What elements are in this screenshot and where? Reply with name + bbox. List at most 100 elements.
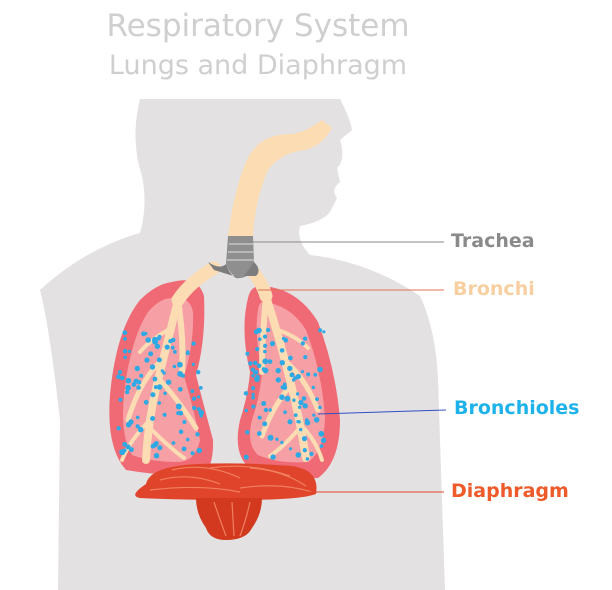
alveolus-dot	[306, 372, 311, 377]
alveolus-dot	[175, 403, 182, 410]
alveolus-dot	[305, 457, 310, 461]
alveolus-dot	[319, 444, 324, 448]
alveolus-dot	[262, 358, 269, 365]
alveolus-dot	[181, 446, 187, 452]
alveolus-dot	[122, 348, 128, 354]
alveolus-dot	[170, 345, 175, 350]
alveolus-dot	[287, 365, 293, 372]
alveolus-dot	[295, 373, 301, 380]
alveolus-dot	[156, 384, 163, 390]
alveolus-dot	[125, 421, 132, 428]
bronchioles-leader	[317, 409, 447, 415]
alveolus-dot	[293, 413, 298, 417]
alveolus-dot	[299, 427, 303, 432]
alveolus-dot	[256, 431, 262, 436]
alveolus-dot	[135, 415, 140, 420]
alveolus-dot	[196, 407, 201, 412]
alveolus-dot	[125, 444, 131, 450]
alveolus-dot	[296, 420, 300, 424]
alveolus-dot	[154, 343, 161, 349]
alveolus-dot	[182, 420, 187, 424]
alveolus-dot	[156, 357, 162, 363]
alveolus-dot	[283, 410, 287, 415]
alveolus-dot	[125, 389, 130, 395]
alveolus-dot	[150, 392, 156, 398]
alveolus-dot	[303, 355, 308, 360]
alveolus-dot	[279, 348, 285, 353]
alveolus-dot	[157, 445, 163, 451]
alveolus-dot	[191, 362, 195, 366]
alveolus-dot	[262, 367, 269, 374]
alveolus-dot	[304, 419, 311, 426]
alveolus-dot	[265, 327, 271, 333]
alveolus-dot	[196, 447, 203, 454]
alveolus-dot	[297, 405, 302, 409]
alveolus-dot	[128, 447, 134, 453]
alveolus-dot	[261, 401, 267, 406]
alveolus-dot	[171, 441, 176, 445]
title-line-2: Lungs and Diaphragm	[108, 50, 408, 81]
alveolus-dot	[123, 337, 127, 341]
alveolus-dot	[301, 436, 308, 442]
alveolus-dot	[275, 437, 279, 441]
alveolus-dot	[318, 328, 323, 333]
alveolus-dot	[162, 412, 167, 417]
alveolus-dot	[165, 379, 172, 385]
alveolus-dot	[292, 398, 296, 402]
alveolus-dot	[295, 452, 302, 458]
alveolus-dot	[163, 391, 167, 396]
alveolus-dot	[244, 408, 248, 413]
alveolus-dot	[137, 426, 144, 433]
diaphragm	[135, 463, 317, 540]
alveolus-dot	[284, 395, 291, 402]
alveolus-dot	[145, 337, 151, 343]
alveolus-dot	[313, 417, 320, 423]
alveolus-dot	[243, 454, 249, 460]
alveolus-dot	[251, 395, 256, 400]
alveolus-dot	[173, 350, 177, 354]
alveolus-dot	[149, 364, 156, 370]
alveolus-dot	[139, 373, 144, 378]
alveolus-dot	[123, 355, 127, 360]
alveolus-dot	[267, 434, 274, 441]
alveolus-dot	[178, 429, 184, 435]
alveolus-dot	[302, 403, 308, 409]
alveolus-dot	[152, 336, 158, 343]
alveolus-dot	[191, 396, 197, 401]
alveolus-dot	[191, 341, 196, 346]
alveoli	[116, 327, 327, 461]
alveolus-dot	[322, 330, 326, 334]
trachea	[208, 236, 259, 279]
alveolus-dot	[148, 351, 154, 357]
alveolus-dot	[253, 360, 258, 366]
alveolus-dot	[122, 441, 127, 447]
alveolus-dot	[134, 365, 140, 372]
alveolus-dot	[190, 389, 195, 394]
alveolus-dot	[295, 392, 300, 396]
alveolus-dot	[251, 374, 255, 378]
alveolus-dot	[245, 351, 250, 356]
alveolus-dot	[270, 454, 276, 460]
upper-airway	[228, 120, 332, 236]
alveolus-dot	[160, 369, 164, 373]
alveolus-dot	[144, 331, 148, 336]
label-diaphragm: Diaphragm	[451, 480, 569, 502]
alveolus-dot	[157, 401, 161, 405]
alveolus-dot	[250, 367, 256, 372]
alveolus-dot	[287, 419, 293, 425]
alveolus-dot	[176, 411, 181, 416]
alveolus-dot	[279, 394, 285, 401]
label-trachea: Trachea	[451, 230, 535, 252]
alveolus-dot	[190, 451, 195, 456]
alveolus-dot	[117, 370, 123, 375]
alveolus-dot	[289, 372, 295, 378]
alveolus-dot	[127, 349, 132, 353]
alveolus-dot	[185, 351, 190, 356]
alveolus-dot	[300, 370, 305, 374]
alveolus-dot	[192, 405, 197, 411]
alveolus-dot	[135, 379, 139, 383]
alveolus-dot	[301, 396, 307, 401]
alveolus-dot	[198, 386, 203, 390]
alveolus-dot	[120, 375, 125, 381]
